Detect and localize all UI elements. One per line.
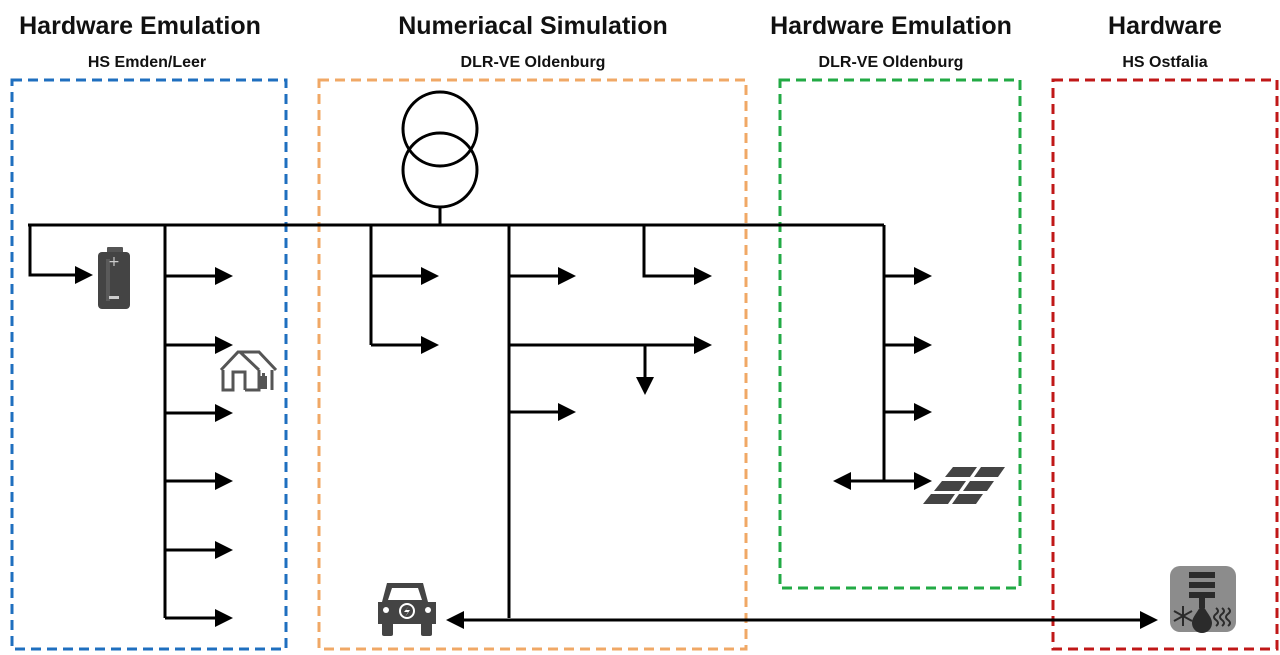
region-subtitle-numerical: DLR-VE Oldenburg: [460, 54, 606, 71]
region-box-numerical: [317, 78, 748, 651]
region-subtitle-hardware: HS Ostfalia: [1122, 54, 1208, 71]
solar-panel-icon: [923, 467, 1005, 504]
battery-icon: +: [98, 247, 130, 309]
house-battery-icon: [219, 350, 278, 392]
region-title-dlr-emulation: Hardware Emulation: [770, 12, 1012, 40]
region-box-hs-emden: [10, 78, 288, 651]
region-box-dlr-emulation: [778, 78, 1022, 590]
region-title-hardware: Hardware: [1108, 12, 1222, 40]
region-box-hardware: [1051, 78, 1279, 651]
svg-text:+: +: [108, 254, 120, 270]
heat-pump-icon: [1170, 566, 1236, 633]
region-title-hs-emden: Hardware Emulation: [19, 12, 261, 40]
region-subtitle-hs-emden: HS Emden/Leer: [87, 54, 207, 71]
region-subtitle-dlr-emulation: DLR-VE Oldenburg: [818, 54, 964, 71]
wiring: [28, 223, 1158, 629]
region-title-numerical: Numeriacal Simulation: [398, 12, 668, 40]
electric-car-icon: [378, 583, 436, 636]
transformer-icon: [401, 90, 479, 225]
